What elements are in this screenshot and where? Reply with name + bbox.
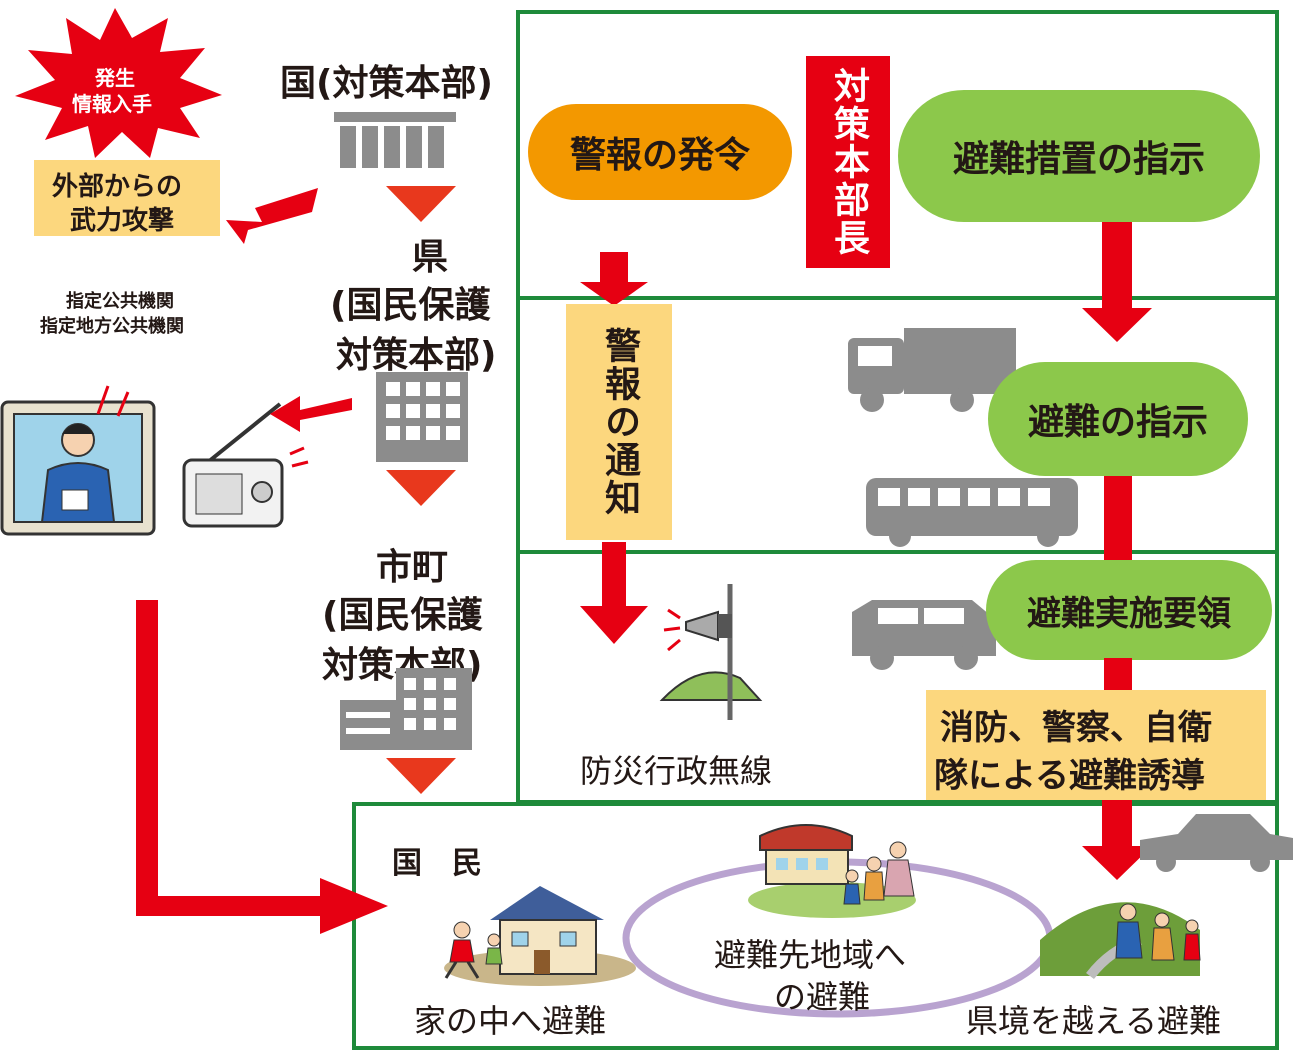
prefecture-line1: 県: [412, 237, 449, 278]
designated-line2: 指定地方公共機関: [40, 316, 184, 337]
van-icon: [852, 600, 996, 670]
evac-instruction-pill: 避難の指示: [988, 362, 1248, 476]
radio-system-label: 防災行政無線: [580, 752, 773, 790]
attack-line1: 外部からの: [52, 172, 183, 202]
evac-area-line1: 避難先地域へ: [714, 936, 907, 974]
evac-area-line2: の避難: [774, 978, 871, 1016]
evac-measures-pill: 避難措置の指示: [898, 90, 1260, 222]
arrow-notice-down: [580, 542, 648, 644]
national-label: 国(対策本部): [280, 63, 493, 104]
truck-icon: [848, 328, 1016, 412]
down-triangle-national: [386, 186, 456, 222]
warning-issue-pill: 警報の発令: [528, 104, 792, 200]
arrow-measures-down: [1082, 222, 1152, 342]
arrow-guidance-down: [1082, 800, 1152, 880]
arrow-instruction-down: [1104, 476, 1132, 562]
loudspeaker-icon: [659, 584, 763, 720]
bus-icon: [866, 478, 1078, 547]
burst-line2: 情報入手: [72, 92, 152, 116]
warning-notice-label: 警報の通知: [566, 304, 672, 540]
national-building-icon: [334, 112, 456, 168]
down-triangle-municipality: [386, 758, 456, 794]
citizens-frame: [352, 802, 1279, 1050]
evac-cross-label: 県境を越える避難: [966, 1002, 1222, 1040]
arrow-warning-down: [580, 252, 648, 306]
guidance-line2: 隊による避難誘導: [934, 756, 1205, 796]
municipality-line2: (国民保護: [322, 595, 483, 636]
municipality-line1: 市町: [376, 547, 449, 588]
burst-shape: [15, 8, 222, 158]
municipality-building-icon: [340, 668, 472, 750]
arrow-guideline-down: [1104, 658, 1132, 690]
car-icon: [1140, 814, 1293, 872]
prefecture-line2: (国民保護: [330, 285, 491, 326]
shelter-home-label: 家の中へ避難: [414, 1002, 607, 1040]
down-triangle-prefecture: [386, 470, 456, 506]
citizens-label: 国 民: [392, 846, 482, 881]
prefecture-line3: 対策本部): [336, 335, 497, 376]
burst-line1: 発生: [95, 66, 135, 90]
guidance-box: [926, 690, 1266, 800]
arrow-to-radio: [270, 396, 352, 432]
prefecture-building-icon: [376, 372, 468, 462]
tv-illustration: [0, 385, 156, 536]
school-illustration: [748, 824, 916, 918]
guidance-line1: 消防、警察、自衛: [940, 708, 1212, 748]
radio-illustration: [182, 402, 309, 528]
attack-label-box: [34, 160, 220, 236]
chief-label: 対策本部長: [806, 56, 890, 268]
house-illustration: [444, 886, 636, 986]
arrow-to-citizens: [136, 600, 388, 934]
evac-guideline-pill: 避難実施要領: [986, 560, 1272, 660]
hikers-illustration: [1040, 902, 1201, 980]
attack-line2: 武力攻撃: [70, 206, 175, 236]
designated-line1: 指定公共機関: [66, 291, 174, 312]
arrow-to-attack: [226, 188, 318, 244]
